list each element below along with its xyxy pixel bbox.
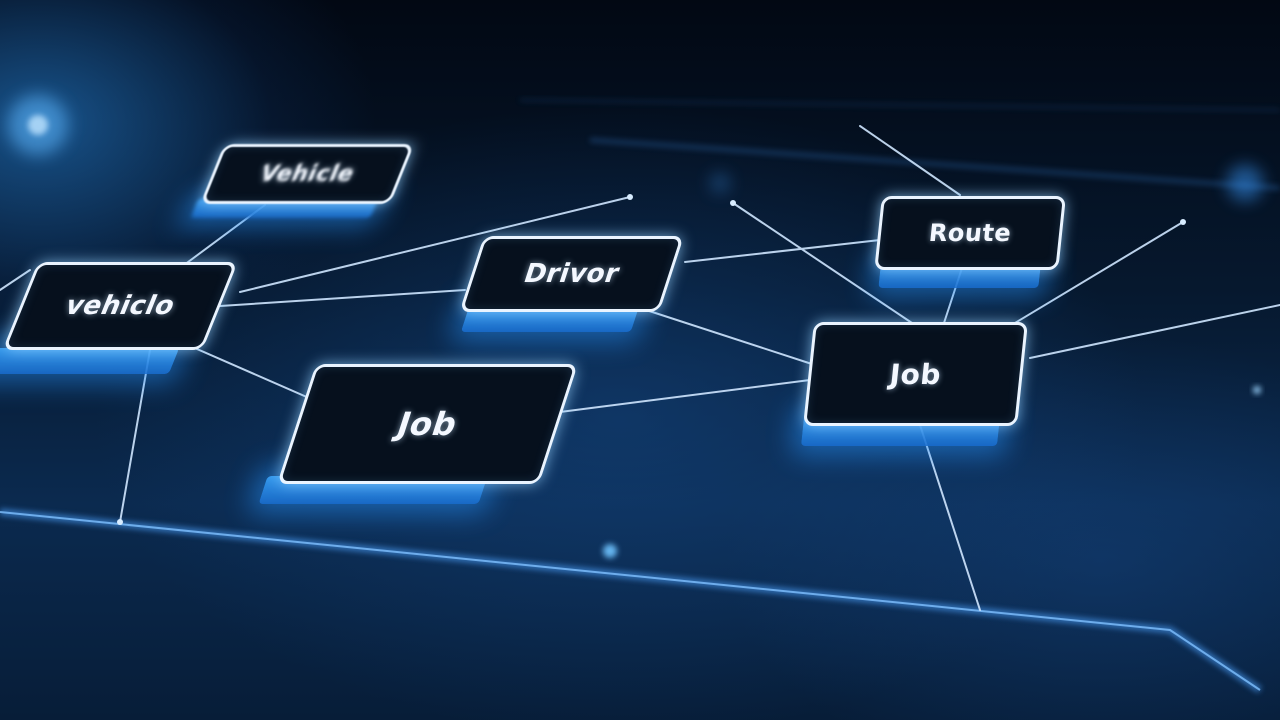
node-label: Vehicle [255, 161, 359, 187]
link-line [239, 196, 631, 293]
node-label: Drivor [519, 259, 624, 289]
link-line [999, 221, 1184, 333]
light-dot [1227, 165, 1263, 201]
link-end-dot [730, 200, 736, 206]
node-label: Route [927, 219, 1013, 247]
link-end-dot [1180, 219, 1186, 225]
node-card: Drivor [459, 236, 684, 312]
node-card: vehiclo [2, 262, 238, 350]
link-line [1029, 304, 1280, 359]
link-end-dot [627, 194, 633, 200]
node-card: Vehicle [200, 144, 415, 204]
node-label: Job [888, 357, 943, 391]
link-line [919, 424, 981, 611]
node-label: vehiclo [60, 291, 181, 321]
node-card: Route [874, 196, 1066, 270]
panel-edge [589, 137, 1280, 191]
link-line [559, 379, 811, 413]
panel-edge [519, 98, 1280, 112]
node-label: Job [392, 405, 463, 443]
light-dot [1253, 386, 1261, 394]
node-card: Job [803, 322, 1028, 426]
link-end-dot [117, 519, 123, 525]
light-dot [28, 115, 48, 135]
node-card: Job [277, 364, 578, 484]
link-line [859, 125, 961, 196]
link-line [119, 349, 151, 523]
panel-edge [0, 511, 1261, 691]
link-line [732, 202, 913, 324]
link-line [0, 269, 31, 291]
light-dot [603, 544, 617, 558]
link-line [639, 307, 819, 367]
link-line [219, 289, 466, 307]
light-dot [710, 173, 730, 193]
link-line [684, 239, 881, 263]
